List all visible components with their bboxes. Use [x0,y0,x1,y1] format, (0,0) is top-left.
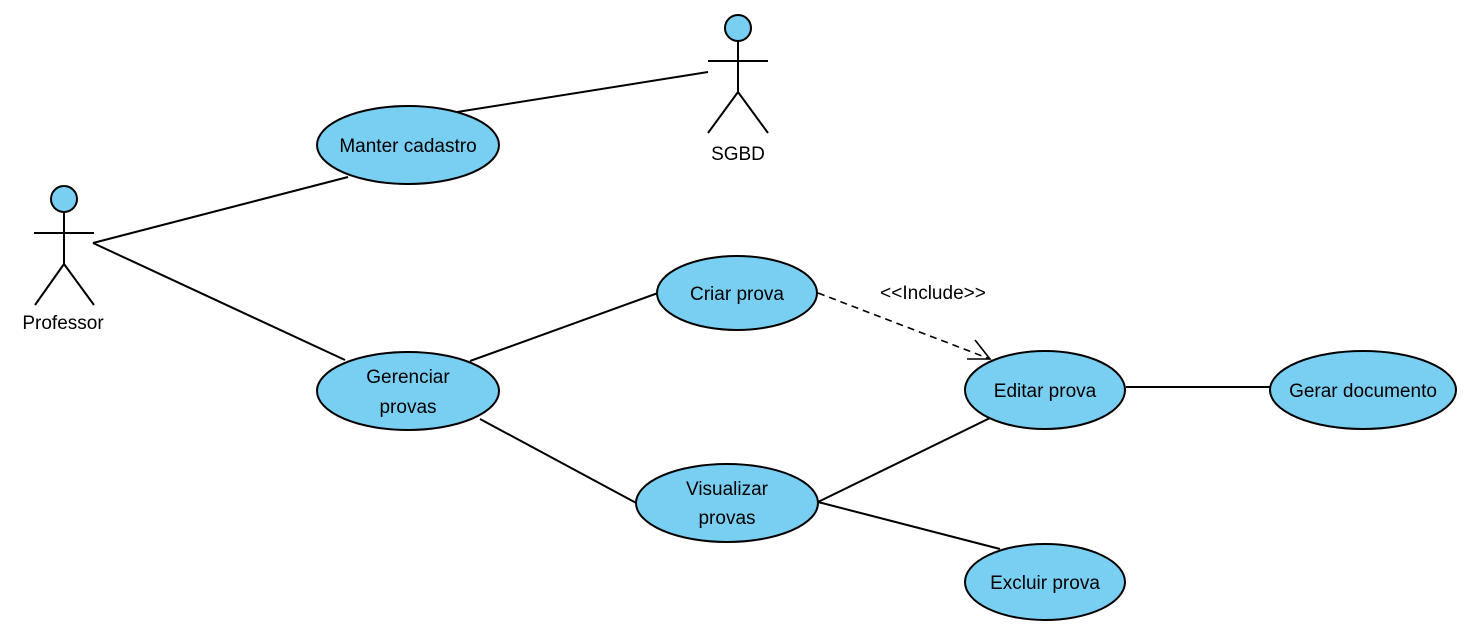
use-case-gerenciar-provas-shape[interactable] [316,351,500,431]
associations [92,71,1270,550]
actor-sgbd-label: SGBD [711,144,765,165]
use-case-gerar-documento-shape[interactable] [1269,350,1457,430]
actor-sgbd-right-leg [737,91,769,134]
actor-professor-right-leg [63,263,95,306]
include-arrowhead [967,339,992,360]
use-case-criar-prova[interactable]: Criar prova [656,255,818,331]
use-case-gerenciar-provas-label-line1: Gerenciar [366,367,450,388]
use-case-visualizar-provas[interactable]: Visualizar provas [635,463,819,543]
actor-professor: Professor [22,185,104,334]
assoc-gerenciar-criar [469,292,659,362]
use-case-gerar-documento[interactable]: Gerar documento [1269,350,1457,430]
include-dashed-line [817,292,991,360]
use-case-gerar-documento-label: Gerar documento [1289,381,1437,402]
use-case-excluir-prova[interactable]: Excluir prova [964,543,1126,621]
assoc-professor-manter-cadastro [92,176,349,244]
use-case-visualizar-provas-label-line2: provas [698,508,755,529]
assoc-sgbd-manter-cadastro [456,71,709,113]
use-case-manter-cadastro-label: Manter cadastro [339,136,476,157]
include-label: <<Include>> [880,283,986,304]
use-case-criar-prova-shape[interactable] [656,255,818,331]
use-case-visualizar-provas-label-line1: Visualizar [686,479,769,500]
use-case-excluir-prova-shape[interactable] [964,543,1126,621]
use-case-editar-prova-label: Editar prova [994,381,1097,402]
actor-sgbd: SGBD [707,14,769,165]
use-case-gerenciar-provas[interactable]: Gerenciar provas [316,351,500,431]
use-case-editar-prova-shape[interactable] [964,350,1126,430]
use-case-manter-cadastro-shape[interactable] [316,105,500,185]
use-case-manter-cadastro[interactable]: Manter cadastro [316,105,500,185]
actor-professor-left-leg [34,263,65,306]
use-case-criar-prova-label: Criar prova [690,284,784,305]
assoc-gerenciar-visualizar [479,418,641,506]
include-dependency: <<Include>> [817,283,992,360]
actor-professor-head [50,185,78,213]
use-case-editar-prova[interactable]: Editar prova [964,350,1126,430]
actor-sgbd-left-leg [707,91,739,134]
actor-sgbd-head [724,14,752,42]
actor-professor-label: Professor [22,313,104,334]
use-case-visualizar-provas-shape[interactable] [635,463,819,543]
assoc-visualizar-excluir [817,501,1001,550]
assoc-visualizar-editar [817,417,991,503]
use-case-excluir-prova-label: Excluir prova [990,573,1100,594]
use-case-gerenciar-provas-label-line2: provas [379,397,436,418]
assoc-professor-gerenciar-provas [92,242,346,361]
